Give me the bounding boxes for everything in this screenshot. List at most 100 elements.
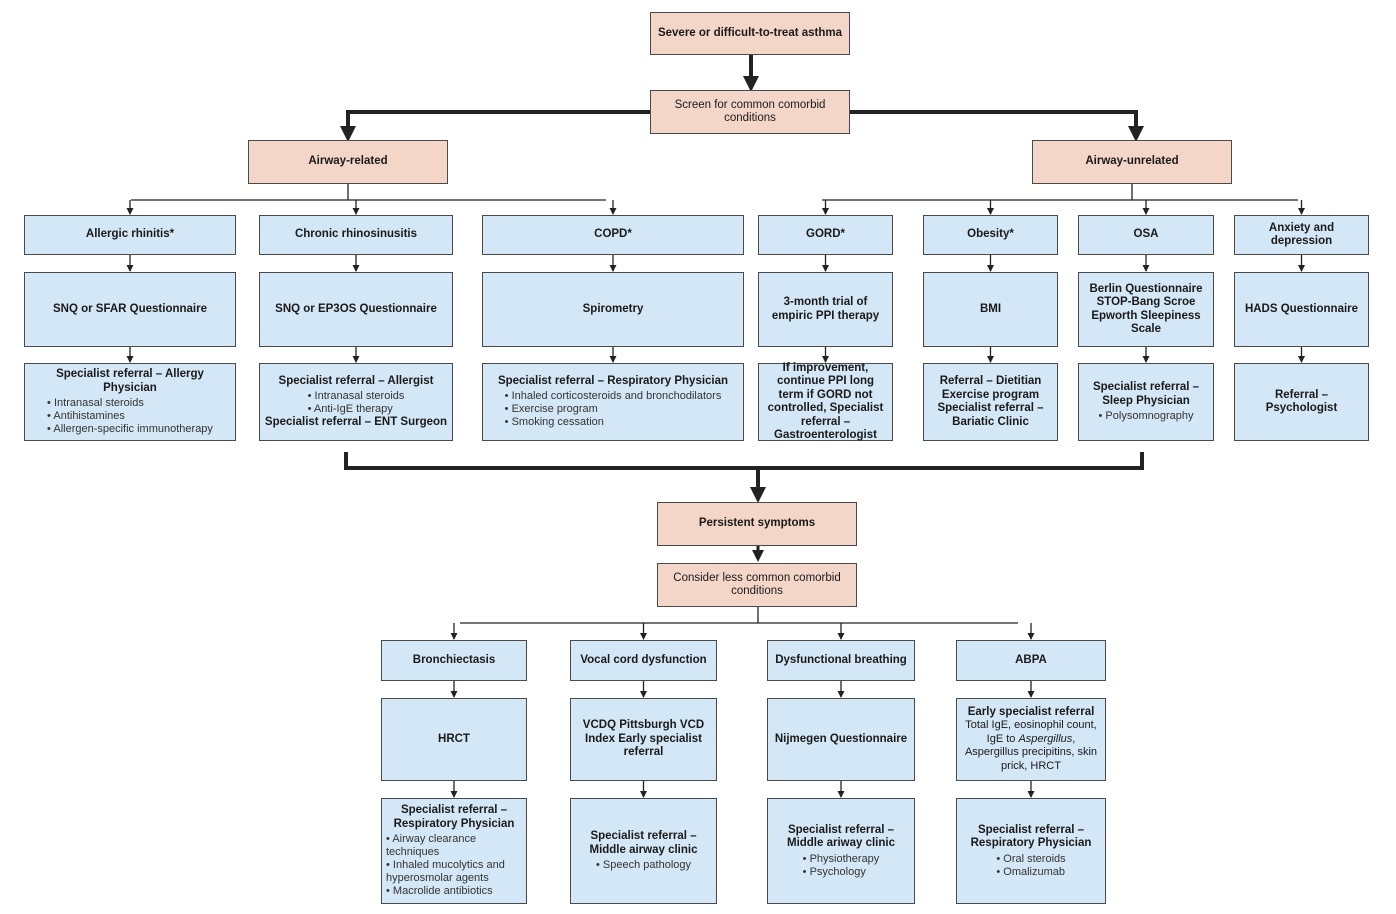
- node-consider-less-common: Consider less common comorbid conditions: [657, 563, 857, 607]
- node-condition: OSA: [1078, 215, 1214, 255]
- node-management: Specialist referral – Sleep PhysicianPol…: [1078, 363, 1214, 441]
- node-condition: Bronchiectasis: [381, 640, 527, 681]
- node-airway-unrelated: Airway-unrelated: [1032, 140, 1232, 184]
- node-label: If improvement, continue PPI long term i…: [767, 361, 884, 442]
- node-condition: Anxiety and depression: [1234, 215, 1369, 255]
- bullet-text: Antihistamines: [53, 410, 125, 422]
- node-label: Persistent symptoms: [698, 517, 816, 530]
- bullet-item: Physiotherapy: [803, 853, 880, 866]
- node-management: Referral – Dietitian Exercise program Sp…: [923, 363, 1058, 441]
- node-label: Dysfunctional breathing: [775, 653, 907, 666]
- node-assessment: SNQ or SFAR Questionnaire: [24, 272, 236, 347]
- node-label: Anxiety and depression: [1268, 221, 1335, 248]
- bullet-list: PhysiotherapyPsychology: [803, 853, 880, 879]
- bullet-text: Smoking cessation: [511, 416, 604, 429]
- bullet-text: Anti-IgE therapy: [313, 403, 393, 415]
- node-label: Early specialist referral: [967, 705, 1095, 718]
- node-assessment: Nijmegen Questionnaire: [767, 698, 915, 781]
- node-label: Severe or difficult-to-treat asthma: [657, 26, 843, 39]
- arrow-screen-airway-related: [340, 110, 650, 142]
- node-label: HRCT: [438, 732, 470, 745]
- node-management: Referral – Psychologist: [1234, 363, 1369, 441]
- node-label: Referral – Psychologist: [1265, 388, 1338, 415]
- node-management: Specialist referral – Middle ariway clin…: [767, 798, 915, 904]
- node-condition: Allergic rhinitis*: [24, 215, 236, 255]
- node-assessment: 3-month trial of empiric PPI therapy: [758, 272, 893, 347]
- node-label: Specialist referral – ENT Surgeon: [264, 416, 448, 428]
- node-assessment: SNQ or EP3OS Questionnaire: [259, 272, 453, 347]
- bullet-text: Inhaled corticosteroids and bronchodilat…: [511, 390, 722, 403]
- node-management: Specialist referral – Respiratory Physic…: [482, 363, 744, 441]
- node-label: Spirometry: [582, 302, 644, 315]
- bullet-text: Physiotherapy: [809, 852, 880, 865]
- bullet-list: Intranasal steroidsAnti-IgE therapy: [308, 390, 405, 416]
- node-label: Specialist referral – Respiratory Physic…: [970, 823, 1092, 850]
- bullet-item: Oral steroids: [996, 853, 1065, 866]
- node-label: COPD*: [594, 228, 632, 241]
- text: Aspergillus: [1018, 732, 1073, 745]
- bullet-text: Omalizumab: [1003, 865, 1066, 878]
- node-condition: Chronic rhinosinusitis: [259, 215, 453, 255]
- node-label: Screen for common comorbid conditions: [674, 98, 826, 125]
- node-label: SNQ or EP3OS Questionnaire: [275, 302, 437, 315]
- node-label: Total IgE, eosinophil count, IgE to Aspe…: [961, 719, 1101, 773]
- bullet-item: Exercise program: [505, 403, 722, 416]
- branch-airway-unrelated: [822, 184, 1298, 201]
- node-label: Referral – Dietitian Exercise program Sp…: [937, 375, 1044, 428]
- bullet-text: Inhaled mucolytics and hyperosmolar agen…: [386, 859, 505, 884]
- node-management: Specialist referral – Respiratory Physic…: [956, 798, 1106, 904]
- bullet-item: Allergen-specific immunotherapy: [47, 423, 213, 436]
- bullet-list: Oral steroidsOmalizumab: [996, 853, 1065, 879]
- node-label: Obesity*: [967, 228, 1014, 241]
- node-label: Specialist referral – Middle ariway clin…: [786, 823, 895, 850]
- bullet-text: Intranasal steroids: [314, 390, 405, 402]
- bullet-item: Intranasal steroids: [47, 397, 213, 410]
- node-airway-related: Airway-related: [248, 140, 448, 184]
- node-assessment: HRCT: [381, 698, 527, 781]
- bullet-text: Speech pathology: [602, 859, 691, 871]
- node-label: Specialist referral – Sleep Physician: [1092, 381, 1200, 407]
- bullet-text: Oral steroids: [1003, 852, 1066, 865]
- node-label: Specialist referral – Respiratory Physic…: [497, 374, 729, 387]
- node-label: VCDQ Pittsburgh VCD Index Early speciali…: [582, 719, 705, 759]
- bullet-item: Airway clearance techniques: [386, 833, 522, 859]
- node-label: Berlin Questionnaire STOP-Bang Scroe Epw…: [1089, 282, 1203, 336]
- node-label: HADS Questionnaire: [1244, 302, 1359, 315]
- node-label: Allergic rhinitis*: [85, 228, 175, 241]
- branch-airway-related: [131, 184, 606, 201]
- bullet-item: Macrolide antibiotics: [386, 885, 522, 898]
- node-assessment: Berlin Questionnaire STOP-Bang Scroe Epw…: [1078, 272, 1214, 347]
- node-management: Specialist referral – Allergy PhysicianI…: [24, 363, 236, 441]
- bullet-item: Anti-IgE therapy: [308, 403, 405, 416]
- node-management: Specialist referral – Middle airway clin…: [570, 798, 717, 904]
- text: , Aspergillus precipitins, skin prick, H…: [964, 732, 1098, 772]
- node-assessment: VCDQ Pittsburgh VCD Index Early speciali…: [570, 698, 717, 781]
- bullet-item: Psychology: [803, 866, 880, 879]
- node-condition: COPD*: [482, 215, 744, 255]
- node-label: BMI: [979, 302, 1002, 315]
- bullet-text: Intranasal steroids: [53, 397, 144, 409]
- node-persistent-symptoms: Persistent symptoms: [657, 502, 857, 546]
- bullet-list: Speech pathology: [596, 859, 691, 872]
- node-label: Specialist referral – Allergist: [278, 374, 434, 387]
- bullet-item: Inhaled mucolytics and hyperosmolar agen…: [386, 859, 522, 885]
- arrow-screen-airway-unrelated: [850, 110, 1144, 142]
- node-label: 3-month trial of empiric PPI therapy: [771, 296, 880, 322]
- bullet-text: Exercise program: [511, 403, 598, 416]
- node-condition: Dysfunctional breathing: [767, 640, 915, 681]
- node-label: Consider less common comorbid conditions: [673, 571, 841, 598]
- bullet-list: Intranasal steroidsAntihistaminesAllerge…: [47, 397, 213, 436]
- node-label: Specialist referral – Middle airway clin…: [589, 830, 698, 856]
- node-assessment: Spirometry: [482, 272, 744, 347]
- text: Total IgE, eosinophil count, IgE to: [965, 719, 1097, 745]
- node-condition: ABPA: [956, 640, 1106, 681]
- bullet-text: Allergen-specific immunotherapy: [53, 423, 213, 435]
- node-label: SNQ or SFAR Questionnaire: [53, 302, 207, 315]
- bullet-item: Omalizumab: [996, 866, 1065, 879]
- node-assessment: BMI: [923, 272, 1058, 347]
- node-assessment: HADS Questionnaire: [1234, 272, 1369, 347]
- bullet-list: Airway clearance techniquesInhaled mucol…: [386, 833, 522, 898]
